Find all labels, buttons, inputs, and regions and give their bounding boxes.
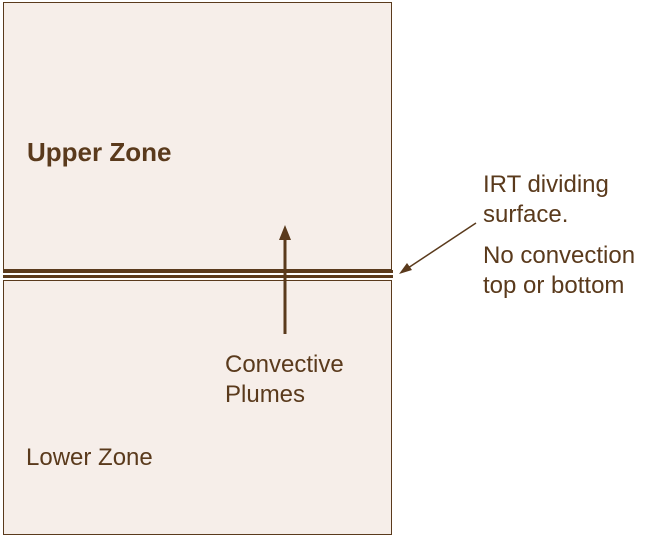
convective-plume-arrowhead bbox=[279, 225, 291, 240]
lower-zone-label: Lower Zone bbox=[26, 444, 153, 471]
no-convection-label: No convection top or bottom bbox=[483, 241, 635, 301]
irt-surface-line-2: surface. bbox=[483, 201, 569, 228]
upper-zone-box bbox=[3, 2, 392, 270]
convective-plumes-line-1: Convective bbox=[225, 351, 344, 378]
irt-dividing-surface-bottom-line bbox=[3, 275, 393, 278]
convective-plumes-label: Convective Plumes bbox=[225, 350, 344, 410]
irt-pointer-line bbox=[407, 222, 477, 269]
irt-dividing-surface-top-line bbox=[3, 270, 393, 273]
upper-zone-label: Upper Zone bbox=[27, 137, 172, 167]
irt-pointer-arrowhead bbox=[399, 263, 412, 274]
irt-surface-line-1: IRT dividing bbox=[483, 171, 609, 198]
no-convection-line-1: No convection bbox=[483, 242, 636, 269]
no-convection-line-2: top or bottom bbox=[483, 272, 625, 299]
convective-plumes-line-2: Plumes bbox=[225, 381, 306, 408]
lower-zone-box bbox=[3, 280, 392, 535]
irt-surface-label: IRT dividing surface. bbox=[483, 170, 609, 230]
